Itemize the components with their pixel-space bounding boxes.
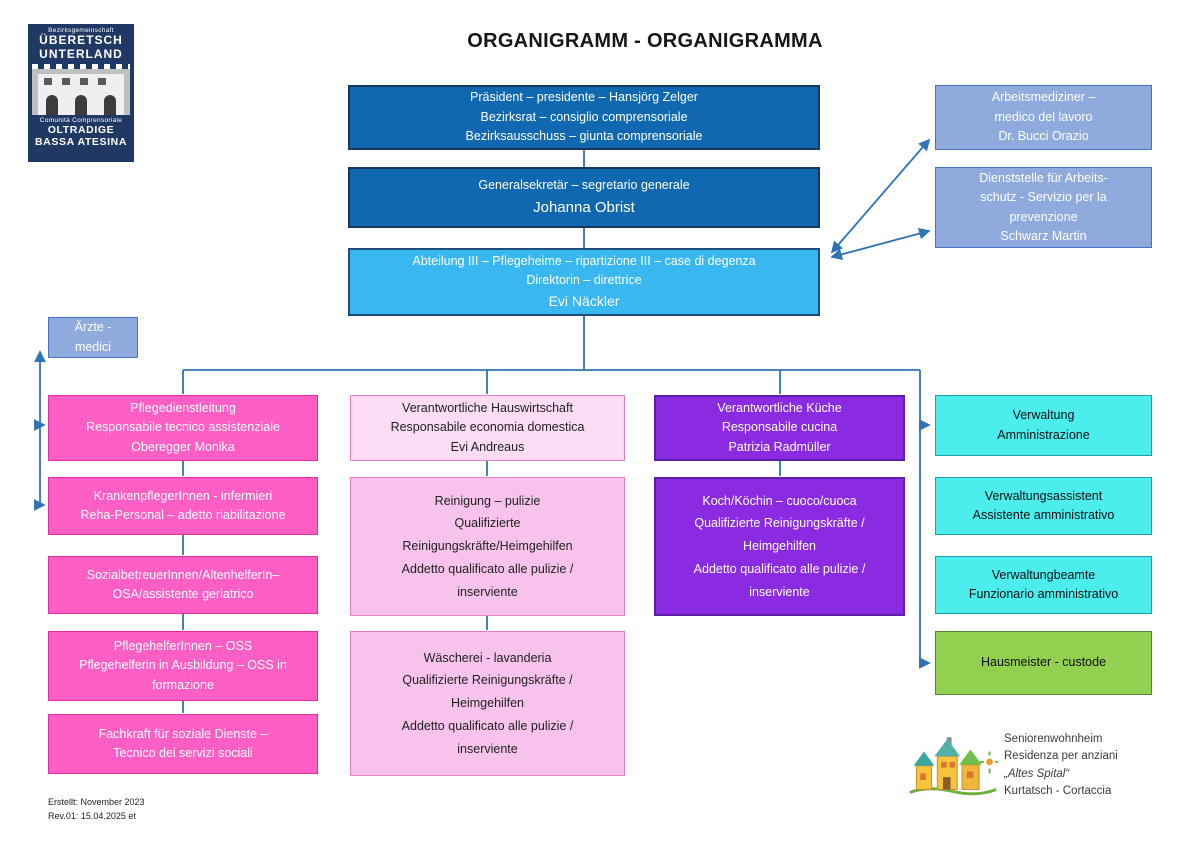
node-line: Verwaltungbeamte [991, 567, 1096, 582]
node-administration: Verwaltung Amministrazione [935, 395, 1152, 456]
node-line: Responsabile tecnico assistenziale [86, 420, 280, 435]
node-line: Addetto qualificato alle pulizie / [693, 561, 866, 576]
node-line: Qualifizierte Reinigungskräfte / [402, 673, 573, 688]
node-line: Tecnico dei servizi sociali [113, 746, 253, 760]
seniorenwohnheim-label: Seniorenwohnheim Residenza per anziani „… [1004, 731, 1174, 800]
node-line: Assistente amministrativo [972, 508, 1115, 522]
node-line: KrankenpflegerInnen - infermieri [93, 488, 273, 503]
logo-org-it-line1: OLTRADIGE [47, 123, 115, 136]
node-line: Bezirksausschuss – giunta comprensoriale [465, 129, 703, 144]
node-line: Pflegedienstleitung [130, 400, 236, 415]
node-line: Responsabile economia domestica [390, 420, 585, 435]
node-line: Reinigungskräfte/Heimgehilfen [402, 539, 573, 554]
node-line: OSA/assistente geriatrico [112, 587, 254, 601]
node-line: Johanna Obrist [533, 198, 635, 216]
node-line: Qualifizierte [454, 516, 521, 531]
created-date: Erstellt: November 2023 [48, 797, 145, 807]
node-line: Heimgehilfen [451, 696, 524, 711]
node-line: Dr. Bucci Orazio [998, 129, 1089, 144]
node-line: Präsident – presidente – Hansjörg Zelger [470, 90, 698, 105]
node-line: Addetto qualificato alle pulizie / [401, 561, 574, 576]
houses-illustration [905, 720, 1000, 802]
node-admin-officer: Verwaltungbeamte Funzionario amministrat… [935, 556, 1152, 614]
node-line: inserviente [457, 584, 518, 599]
node-safety-office: Dienststelle für Arbeits- schutz - Servi… [935, 167, 1152, 248]
logo-org-it-small: Comunità Comprensoriale [39, 116, 123, 124]
node-line: Amministrazione [997, 427, 1090, 442]
node-nurses: KrankenpflegerInnen - infermieri Reha-Pe… [48, 477, 318, 535]
home-line1: Seniorenwohnheim [1004, 733, 1103, 745]
node-line: Abteilung III – Pflegeheime – ripartizio… [412, 253, 756, 268]
admin-arrows [919, 419, 931, 669]
revision-date: Rev.01: 15.04.2025 et [48, 810, 136, 821]
node-line: Dienststelle für Arbeits- [979, 170, 1108, 185]
node-line: Evi Andreaus [450, 439, 525, 454]
node-line: Heimgehilfen [743, 539, 816, 554]
node-line: Reha-Personal – adetto riabilitazione [80, 508, 286, 522]
node-line: SozialbetreuerInnen/AltenhelferIn– [86, 567, 280, 582]
logo-org-de-line2: UNTERLAND [39, 46, 123, 61]
building-photo [32, 68, 130, 115]
node-line: inserviente [457, 741, 518, 756]
node-occupational-physician: Arbeitsmediziner – medico del lavoro Dr.… [935, 85, 1152, 150]
page-title: ORGANIGRAMM - ORGANIGRAMMA [467, 30, 823, 52]
node-line: Verantwortliche Hauswirtschaft [402, 400, 573, 415]
node-line: Verwaltung [1012, 408, 1075, 423]
crenellation-pattern [32, 63, 130, 69]
node-housekeeping-lead: Verantwortliche Hauswirtschaft Responsab… [350, 395, 625, 461]
node-social-carers: SozialbetreuerInnen/AltenhelferIn– OSA/a… [48, 556, 318, 614]
node-line: schutz - Servizio per la [980, 190, 1107, 205]
node-line: Patrizia Radmüller [728, 439, 831, 454]
logo-org-de-line1: ÜBERETSCH [39, 33, 123, 47]
node-line: Funzionario amministrativo [968, 587, 1119, 601]
revision-note: Erstellt: November 2023 Rev.01: 15.04.20… [48, 796, 145, 824]
node-caretaker: Hausmeister - custode [935, 631, 1152, 695]
node-president: Präsident – presidente – Hansjörg Zelger… [348, 85, 820, 150]
logo-org-de-small: Bezirksgemeinschaft [48, 27, 114, 34]
node-admin-assistant: Verwaltungsassistent Assistente amminist… [935, 477, 1152, 535]
node-line: Oberegger Monika [131, 439, 235, 454]
node-line: Hausmeister - custode [980, 655, 1107, 670]
node-cleaning: Reinigung – pulizie Qualifizierte Reinig… [350, 477, 625, 616]
safety-arrows [830, 138, 931, 261]
node-doctors: Ärzte - medici [48, 317, 138, 358]
node-line: Qualifizierte Reinigungskräfte / [694, 516, 865, 531]
node-line: Schwarz Martin [1000, 228, 1087, 243]
node-line: medico del lavoro [994, 109, 1093, 124]
node-line: Reinigung – pulizie [434, 493, 541, 508]
node-line: medici [74, 339, 112, 354]
node-line: Verwaltungsassistent [984, 488, 1103, 503]
node-line: Responsabile cucina [721, 420, 838, 435]
node-line: Fachkraft für soziale Dienste – [98, 726, 268, 741]
node-line: Addetto qualificato alle pulizie / [401, 718, 574, 733]
node-line: Koch/Köchin – cuoco/cuoca [702, 493, 857, 508]
doctors-arrows [34, 350, 46, 511]
node-kitchen-lead: Verantwortliche Küche Responsabile cucin… [654, 395, 905, 461]
node-care-helpers: PflegehelferInnen – OSS Pflegehelferin i… [48, 631, 318, 701]
node-line: inserviente [749, 584, 810, 599]
bezirksgemeinschaft-logo: Bezirksgemeinschaft ÜBERETSCH UNTERLAND … [28, 24, 134, 162]
node-care-lead: Pflegedienstleitung Responsabile tecnico… [48, 395, 318, 461]
node-line: Generalsekretär – segretario generale [478, 178, 690, 193]
node-line: Evi Näckler [548, 292, 620, 309]
node-line: Verantwortliche Küche [717, 400, 842, 415]
node-department-iii: Abteilung III – Pflegeheime – ripartizio… [348, 248, 820, 316]
node-social-services: Fachkraft für soziale Dienste – Tecnico … [48, 714, 318, 774]
node-line: Arbeitsmediziner – [991, 90, 1096, 105]
home-line4: Kurtatsch - Cortaccia [1004, 784, 1112, 797]
node-line: Wäscherei - lavanderia [423, 650, 552, 665]
node-laundry: Wäscherei - lavanderia Qualifizierte Rei… [350, 631, 625, 776]
node-line: formazione [152, 677, 214, 692]
node-line: Direktorin – direttrice [526, 273, 642, 288]
node-line: Pflegehelferin in Ausbildung – OSS in [79, 658, 287, 673]
node-line: prevenzione [1009, 209, 1078, 224]
node-line: Ärzte - [74, 320, 112, 335]
node-general-secretary: Generalsekretär – segretario generale Jo… [348, 167, 820, 228]
node-line: Bezirksrat – consiglio comprensoriale [480, 109, 688, 124]
home-line2: Residenza per anziani [1004, 750, 1118, 763]
logo-org-it-line2: BASSA ATESINA [35, 136, 127, 149]
node-cooks: Koch/Köchin – cuoco/cuoca Qualifizierte … [654, 477, 905, 616]
node-line: PflegehelferInnen – OSS [113, 638, 253, 653]
home-line3: „Altes Spital“ [1004, 767, 1070, 780]
